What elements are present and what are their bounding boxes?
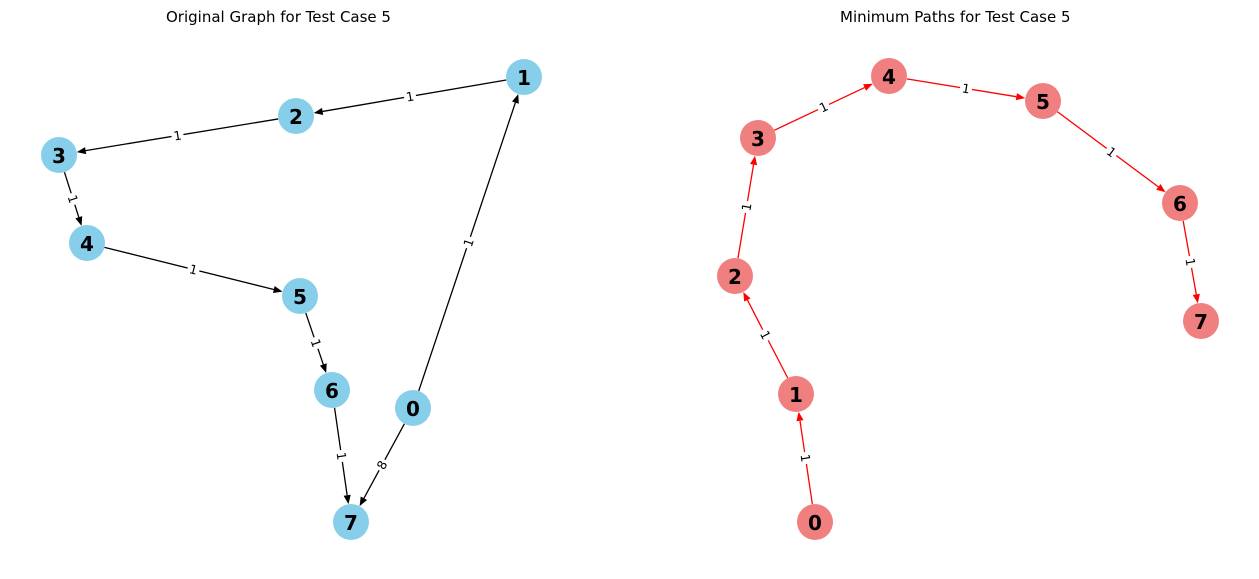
node-label: 2 [289,105,303,129]
node-1: 1 [778,376,814,412]
edge-arrowhead-6-7 [1192,293,1200,304]
edge-label-3-4: 1 [814,97,833,117]
node-circle [871,58,907,94]
node-circle [282,278,318,314]
edge-label-6-7: 1 [1181,254,1200,270]
edge-arrowhead-3-4 [863,83,873,91]
node-circle [314,372,350,408]
node-label: 5 [1036,90,1050,114]
node-label: 4 [882,65,896,89]
node-circle [69,225,105,261]
edge-arrowhead-4-5 [272,285,283,293]
node-circle [1183,303,1219,339]
edge-arrowhead-2-3 [750,155,758,166]
edge-label-4-5: 1 [958,79,974,98]
node-6: 6 [314,372,350,408]
minimum-paths-panel: 1 1 1 1 1 1 1 0 1 2 3 4 5 6 7 [717,58,1219,540]
node-label: 1 [517,66,531,90]
node-label: 4 [80,232,94,256]
node-0: 0 [395,390,431,426]
edge-arrowhead-2-3 [76,147,87,155]
node-0: 0 [797,504,833,540]
original-graph-panel: 1 1 1 1 1 1 1 8 0 1 2 3 4 5 6 7 [41,59,542,540]
edge-label-5-6: 1 [306,334,326,352]
node-3: 3 [740,120,776,156]
node-2: 2 [717,258,753,294]
edge-arrowhead-3-4 [75,216,83,226]
edge-weight-text: 1 [738,202,754,212]
node-4: 4 [69,225,105,261]
node-6: 6 [1162,185,1198,221]
node-label: 1 [789,383,803,407]
node-label: 7 [1194,310,1208,334]
edge-label-1-2: 1 [402,87,418,106]
node-circle [740,120,776,156]
edge-weight-text: 1 [1182,257,1198,267]
node-circle [41,137,77,173]
node-circle [333,504,369,540]
edge-label-0-1: 1 [459,234,478,251]
node-circle [278,98,314,134]
node-label: 0 [808,511,822,535]
edge-arrowhead-4-5 [1015,93,1026,101]
edge-weight-text: 1 [188,261,199,277]
node-1: 1 [506,59,542,95]
node-circle [506,59,542,95]
edge-arrowhead-0-7 [359,496,368,507]
node-4: 4 [871,58,907,94]
node-3: 3 [41,137,77,173]
edge-weight-text: 1 [405,88,415,104]
left-panel-title: Original Graph for Test Case 5 [166,8,391,26]
edge-weight-text: 1 [334,451,350,461]
node-label: 2 [728,265,742,289]
node-label: 6 [325,379,339,403]
edge-arrowhead-5-6 [319,363,327,373]
right-panel-title: Minimum Paths for Test Case 5 [840,8,1071,26]
node-5: 5 [1025,83,1061,119]
edge-label-2-3: 1 [737,199,756,215]
edge-label-6-7: 1 [332,448,351,464]
edge-arrowhead-1-2 [743,291,751,302]
node-circle [797,504,833,540]
node-circle [778,376,814,412]
node-label: 6 [1173,192,1187,216]
edge-label-2-3: 1 [170,126,185,145]
edge-arrowhead-1-2 [313,107,324,115]
edge-arrowhead-0-1 [796,411,804,422]
edge-weight-text: 1 [961,80,971,96]
node-label: 7 [344,511,358,535]
node-2: 2 [278,98,314,134]
node-circle [1162,185,1198,221]
edge-arrowhead-5-6 [1156,183,1166,193]
node-label: 5 [293,285,307,309]
node-7: 7 [1183,303,1219,339]
edge-weight-text: 1 [797,453,813,463]
node-label: 3 [52,144,66,168]
edge-label-1-2: 1 [755,325,776,345]
node-circle [717,258,753,294]
edge-arrowhead-6-7 [343,494,351,505]
edge-label-4-5: 1 [185,260,202,279]
node-label: 0 [406,397,420,421]
node-5: 5 [282,278,318,314]
node-circle [395,390,431,426]
edge-label-5-6: 1 [1101,142,1122,162]
edge-label-0-7: 8 [372,455,392,475]
edge-label-0-1: 1 [796,450,815,466]
edge-arrowhead-0-1 [512,94,519,104]
node-label: 3 [751,127,765,151]
edge-label-3-4: 1 [63,190,83,208]
node-circle [1025,83,1061,119]
node-7: 7 [333,504,369,540]
edge-weight-text: 1 [172,127,182,143]
